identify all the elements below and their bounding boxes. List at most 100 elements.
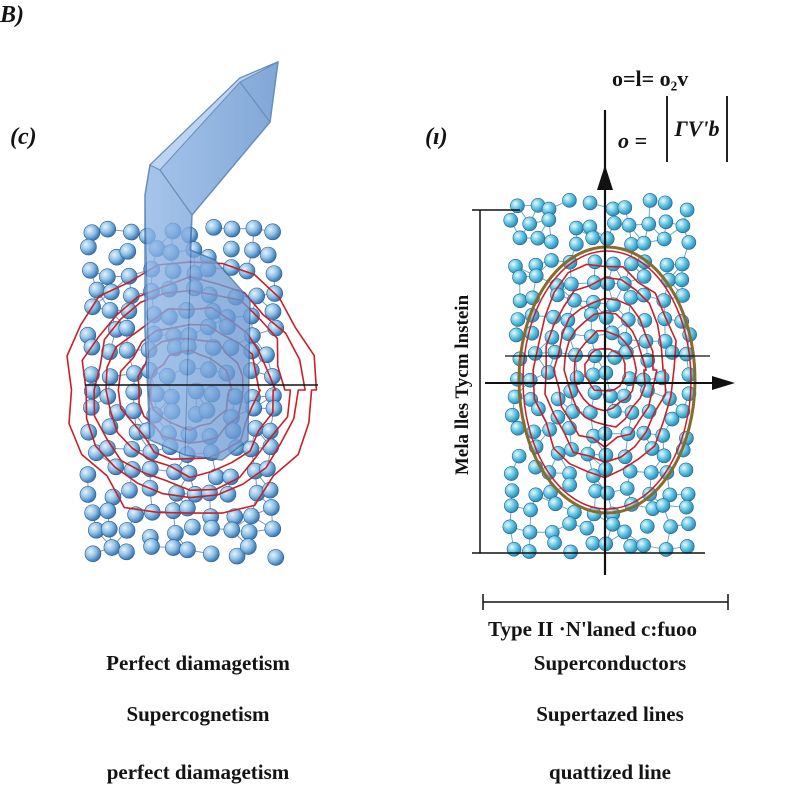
atom bbox=[636, 269, 652, 284]
right-panel-label: (ı) bbox=[425, 124, 448, 150]
atom bbox=[123, 223, 140, 241]
atom bbox=[100, 520, 118, 538]
atom bbox=[620, 426, 636, 442]
atom bbox=[550, 391, 566, 407]
atom bbox=[263, 499, 280, 516]
atom bbox=[605, 517, 620, 532]
atom bbox=[79, 466, 97, 483]
atom bbox=[164, 502, 182, 520]
atom bbox=[599, 231, 615, 247]
atom bbox=[84, 545, 102, 563]
atom bbox=[681, 516, 696, 532]
atom bbox=[656, 448, 672, 464]
atom bbox=[623, 290, 639, 305]
atom bbox=[118, 319, 136, 337]
atom bbox=[659, 257, 675, 273]
atom bbox=[184, 518, 201, 536]
atom bbox=[606, 297, 621, 313]
atom bbox=[143, 538, 160, 555]
atom bbox=[510, 312, 526, 327]
atom bbox=[123, 440, 141, 458]
atom bbox=[623, 539, 639, 554]
atom bbox=[228, 547, 246, 565]
atom bbox=[587, 385, 603, 400]
atom bbox=[83, 399, 100, 416]
atom bbox=[521, 544, 537, 559]
atom bbox=[99, 502, 117, 520]
atom bbox=[265, 400, 283, 417]
atom bbox=[679, 539, 695, 554]
left-caption-3: perfect diamagetism bbox=[106, 760, 290, 784]
atom bbox=[80, 238, 97, 256]
atom bbox=[617, 332, 633, 347]
atom bbox=[121, 482, 138, 499]
atom bbox=[680, 486, 696, 502]
atom bbox=[582, 195, 598, 211]
atom bbox=[548, 496, 563, 512]
equation-lhs: o = bbox=[618, 128, 648, 153]
atom bbox=[655, 498, 671, 513]
atom bbox=[569, 370, 585, 386]
atom bbox=[265, 265, 283, 282]
atom bbox=[664, 411, 680, 427]
atom bbox=[639, 519, 655, 534]
atom bbox=[223, 521, 241, 539]
atom bbox=[562, 516, 577, 531]
atom bbox=[656, 231, 672, 247]
atom bbox=[99, 268, 116, 285]
atom bbox=[504, 407, 520, 423]
atom bbox=[606, 256, 621, 272]
atom bbox=[504, 483, 520, 498]
atom bbox=[101, 302, 119, 319]
atom bbox=[82, 262, 99, 279]
atom bbox=[101, 368, 119, 386]
atom bbox=[503, 466, 519, 481]
atom bbox=[167, 524, 184, 542]
atom bbox=[584, 307, 599, 322]
atom bbox=[543, 234, 559, 250]
atom bbox=[512, 269, 527, 285]
vertical-axis-label: Mela lles Tycm lnstein bbox=[452, 294, 473, 475]
atom bbox=[503, 212, 518, 228]
flux-line bbox=[552, 297, 658, 449]
atom bbox=[506, 541, 522, 557]
atom bbox=[675, 403, 691, 419]
atom bbox=[123, 287, 140, 305]
atom bbox=[564, 276, 579, 292]
atom bbox=[99, 220, 117, 238]
atom bbox=[267, 319, 285, 337]
atom bbox=[636, 538, 651, 553]
equation-box: ΓV'b bbox=[666, 96, 728, 162]
atom bbox=[621, 312, 636, 327]
atom bbox=[264, 520, 282, 538]
atom bbox=[664, 345, 680, 360]
atom bbox=[616, 388, 632, 404]
atom bbox=[663, 519, 678, 535]
atom bbox=[222, 468, 240, 486]
magnet-prism-icon bbox=[144, 60, 279, 461]
atom bbox=[84, 504, 101, 522]
atom bbox=[679, 202, 695, 218]
atom bbox=[165, 539, 182, 556]
atom bbox=[562, 193, 577, 208]
atom bbox=[617, 449, 633, 465]
atom bbox=[238, 262, 256, 280]
left-caption-1: Perfect diamagetism bbox=[106, 651, 290, 675]
arrow-up-icon bbox=[597, 165, 613, 190]
atom bbox=[624, 405, 640, 420]
atom bbox=[186, 485, 204, 503]
atom bbox=[223, 220, 241, 238]
atom bbox=[678, 462, 694, 478]
equation-box-text: ΓV'b bbox=[674, 116, 720, 141]
atom bbox=[118, 543, 135, 561]
atom bbox=[547, 535, 562, 551]
atom bbox=[617, 200, 633, 215]
flux-line bbox=[584, 348, 626, 392]
atom bbox=[118, 342, 136, 359]
atom bbox=[512, 230, 528, 246]
flux-line bbox=[81, 275, 306, 499]
atom bbox=[202, 545, 220, 563]
atom bbox=[523, 502, 538, 518]
atom bbox=[541, 365, 556, 380]
